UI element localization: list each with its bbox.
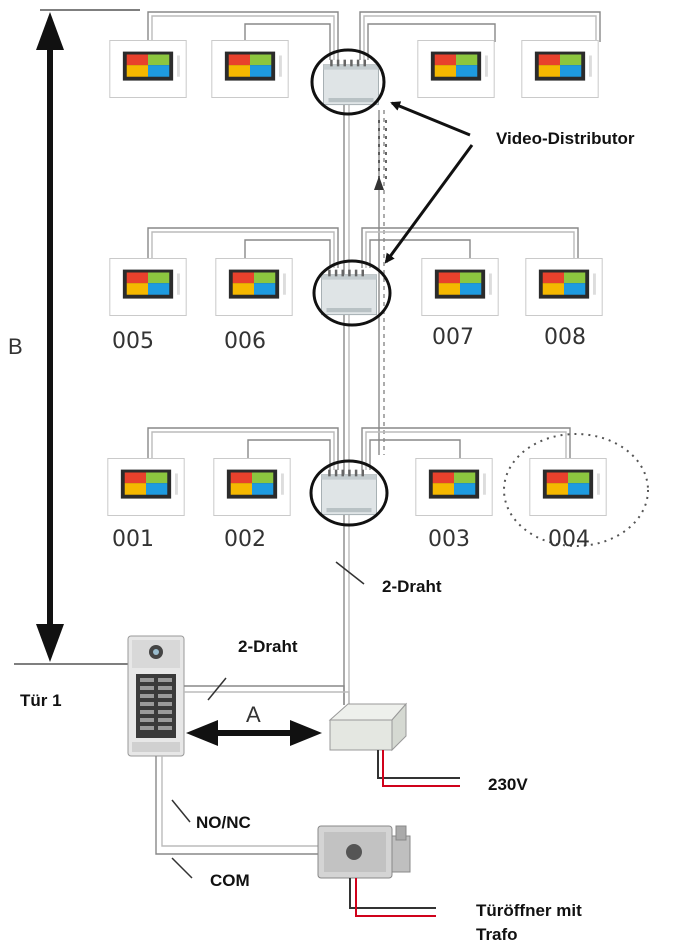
monitor-label-008: 008 xyxy=(544,325,586,350)
two-wire-door-label: 2-Draht xyxy=(238,637,298,656)
monitor-label-003: 003 xyxy=(428,527,470,552)
monitor-label-007: 007 xyxy=(432,325,474,350)
door-station xyxy=(127,635,185,757)
monitor-004 xyxy=(529,458,607,516)
monitor-006 xyxy=(215,258,293,316)
monitor-008 xyxy=(525,258,603,316)
monitor-top-3 xyxy=(417,40,495,98)
door-wire-1 xyxy=(184,685,345,705)
monitor-label-004: 004 xyxy=(548,527,590,552)
monitor-label-005: 005 xyxy=(112,329,154,354)
monitor-003 xyxy=(415,458,493,516)
arrow-down-head xyxy=(36,624,64,662)
power-wire-red xyxy=(382,750,460,787)
opener-wire-com xyxy=(155,756,320,855)
middle-row-wires xyxy=(147,227,579,268)
monitor-top-1 xyxy=(109,40,187,98)
distributor-circle-top xyxy=(310,48,386,116)
power-wire-black xyxy=(377,750,460,779)
monitor-002 xyxy=(213,458,291,516)
monitor-label-001: 001 xyxy=(112,527,154,552)
video-distributor-bottom xyxy=(321,469,377,516)
no-nc-label: NO/NC xyxy=(196,813,251,832)
opener-label-line2: Trafo xyxy=(476,925,518,944)
distance-a-label: A xyxy=(246,702,261,727)
opener-wire-red xyxy=(355,878,436,917)
distributor-circle-middle xyxy=(312,259,392,327)
door-label: Tür 1 xyxy=(20,691,62,710)
power-supply xyxy=(328,702,408,752)
video-distributor-middle xyxy=(321,269,377,316)
video-distributor-top xyxy=(323,59,379,106)
monitor-top-4 xyxy=(521,40,599,98)
com-label: COM xyxy=(210,871,250,890)
video-distributor-label: Video-Distributor xyxy=(496,129,635,148)
bottom-row-wires xyxy=(147,427,571,470)
optional-monitor-circle xyxy=(503,433,649,547)
monitor-label-006: 006 xyxy=(224,329,266,354)
monitor-top-2 xyxy=(211,40,289,98)
wire-tick-riser xyxy=(335,561,365,585)
wire-tick-door xyxy=(207,677,227,701)
wire-tick-nonc xyxy=(171,799,191,823)
callout-arrow-middle xyxy=(384,144,474,264)
monitor-label-002: 002 xyxy=(224,527,266,552)
power-label: 230V xyxy=(488,775,528,794)
distributor-circle-bottom xyxy=(309,459,389,527)
door-wire-2 xyxy=(184,691,350,705)
distance-b-label: B xyxy=(8,334,23,359)
callout-arrow-top xyxy=(390,101,471,137)
opener-wire-no xyxy=(161,756,320,847)
two-wire-riser-label: 2-Draht xyxy=(382,577,442,596)
arrow-up-head xyxy=(36,12,64,50)
opener-label-line1: Türöffner mit xyxy=(476,901,582,920)
opener-wire-black xyxy=(349,878,436,909)
monitor-007 xyxy=(421,258,499,316)
monitor-005 xyxy=(109,258,187,316)
monitor-001 xyxy=(107,458,185,516)
riser-wires xyxy=(343,95,385,705)
top-row-wires xyxy=(147,11,601,60)
wire-tick-com xyxy=(171,857,193,879)
door-opener xyxy=(317,825,411,879)
